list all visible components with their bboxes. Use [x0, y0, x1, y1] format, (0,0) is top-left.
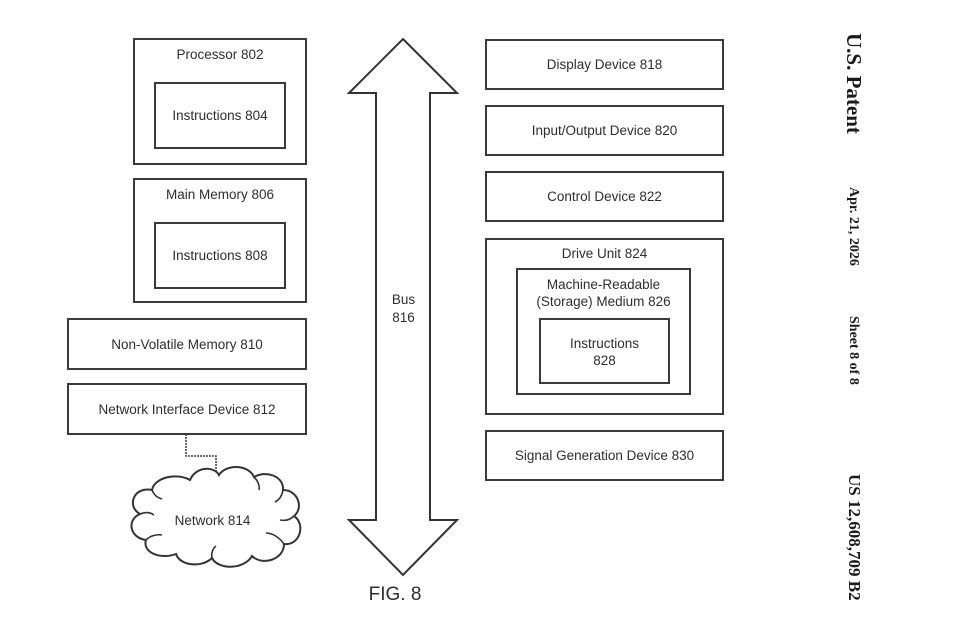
main-memory-label: Main Memory 806	[165, 187, 275, 202]
display-device-label: Display Device 818	[546, 57, 663, 72]
network-interface-device-label: Network Interface Device 812	[98, 401, 276, 417]
instructions-828-line1: Instructions	[569, 336, 640, 351]
instructions-828-line2: 828	[593, 353, 616, 368]
control-device-label: Control Device 822	[547, 189, 662, 204]
instructions-808-label: Instructions 808	[172, 248, 268, 263]
non-volatile-memory-box: Non-Volatile Memory 810	[67, 318, 307, 370]
signal-generation-device-label: Signal Generation Device 830	[514, 448, 695, 463]
io-device-box: Input/Output Device 820	[485, 105, 724, 156]
medium-label-line2: (Storage) Medium 826	[536, 294, 671, 309]
patent-title: U.S. Patent	[842, 33, 866, 134]
figure-caption: FIG. 8	[368, 584, 422, 605]
bus-arrow	[346, 37, 460, 577]
patent-number: US 12,608,709 B2	[845, 474, 864, 601]
control-device-box: Control Device 822	[485, 171, 724, 222]
main-memory-box: Main Memory 806	[133, 178, 307, 303]
display-device-box: Display Device 818	[485, 39, 724, 90]
instructions-808-box: Instructions 808	[154, 222, 286, 289]
bus-label-line2: 816	[392, 310, 415, 325]
drive-unit-label: Drive Unit 824	[561, 246, 648, 261]
patent-date: Apr. 21, 2026	[846, 187, 861, 266]
medium-label-line1: Machine-Readable	[546, 277, 661, 292]
bus-label-line1: Bus	[391, 292, 416, 307]
non-volatile-memory-label: Non-Volatile Memory 810	[111, 336, 263, 352]
signal-generation-device-box: Signal Generation Device 830	[485, 430, 724, 481]
network-label: Network 814	[174, 513, 251, 528]
drive-unit-box: Drive Unit 824	[485, 238, 724, 415]
processor-label: Processor 802	[176, 47, 264, 62]
patent-sheet: Sheet 8 of 8	[846, 316, 861, 385]
processor-box: Processor 802	[133, 38, 307, 165]
instructions-804-box: Instructions 804	[154, 82, 286, 149]
io-device-label: Input/Output Device 820	[531, 123, 678, 138]
network-connector	[185, 434, 217, 474]
instructions-828-box: Instructions 828	[539, 318, 670, 384]
network-interface-device-box: Network Interface Device 812	[67, 383, 307, 435]
machine-readable-medium-box: Machine-Readable (Storage) Medium 826	[516, 268, 691, 395]
instructions-804-label: Instructions 804	[172, 108, 268, 123]
